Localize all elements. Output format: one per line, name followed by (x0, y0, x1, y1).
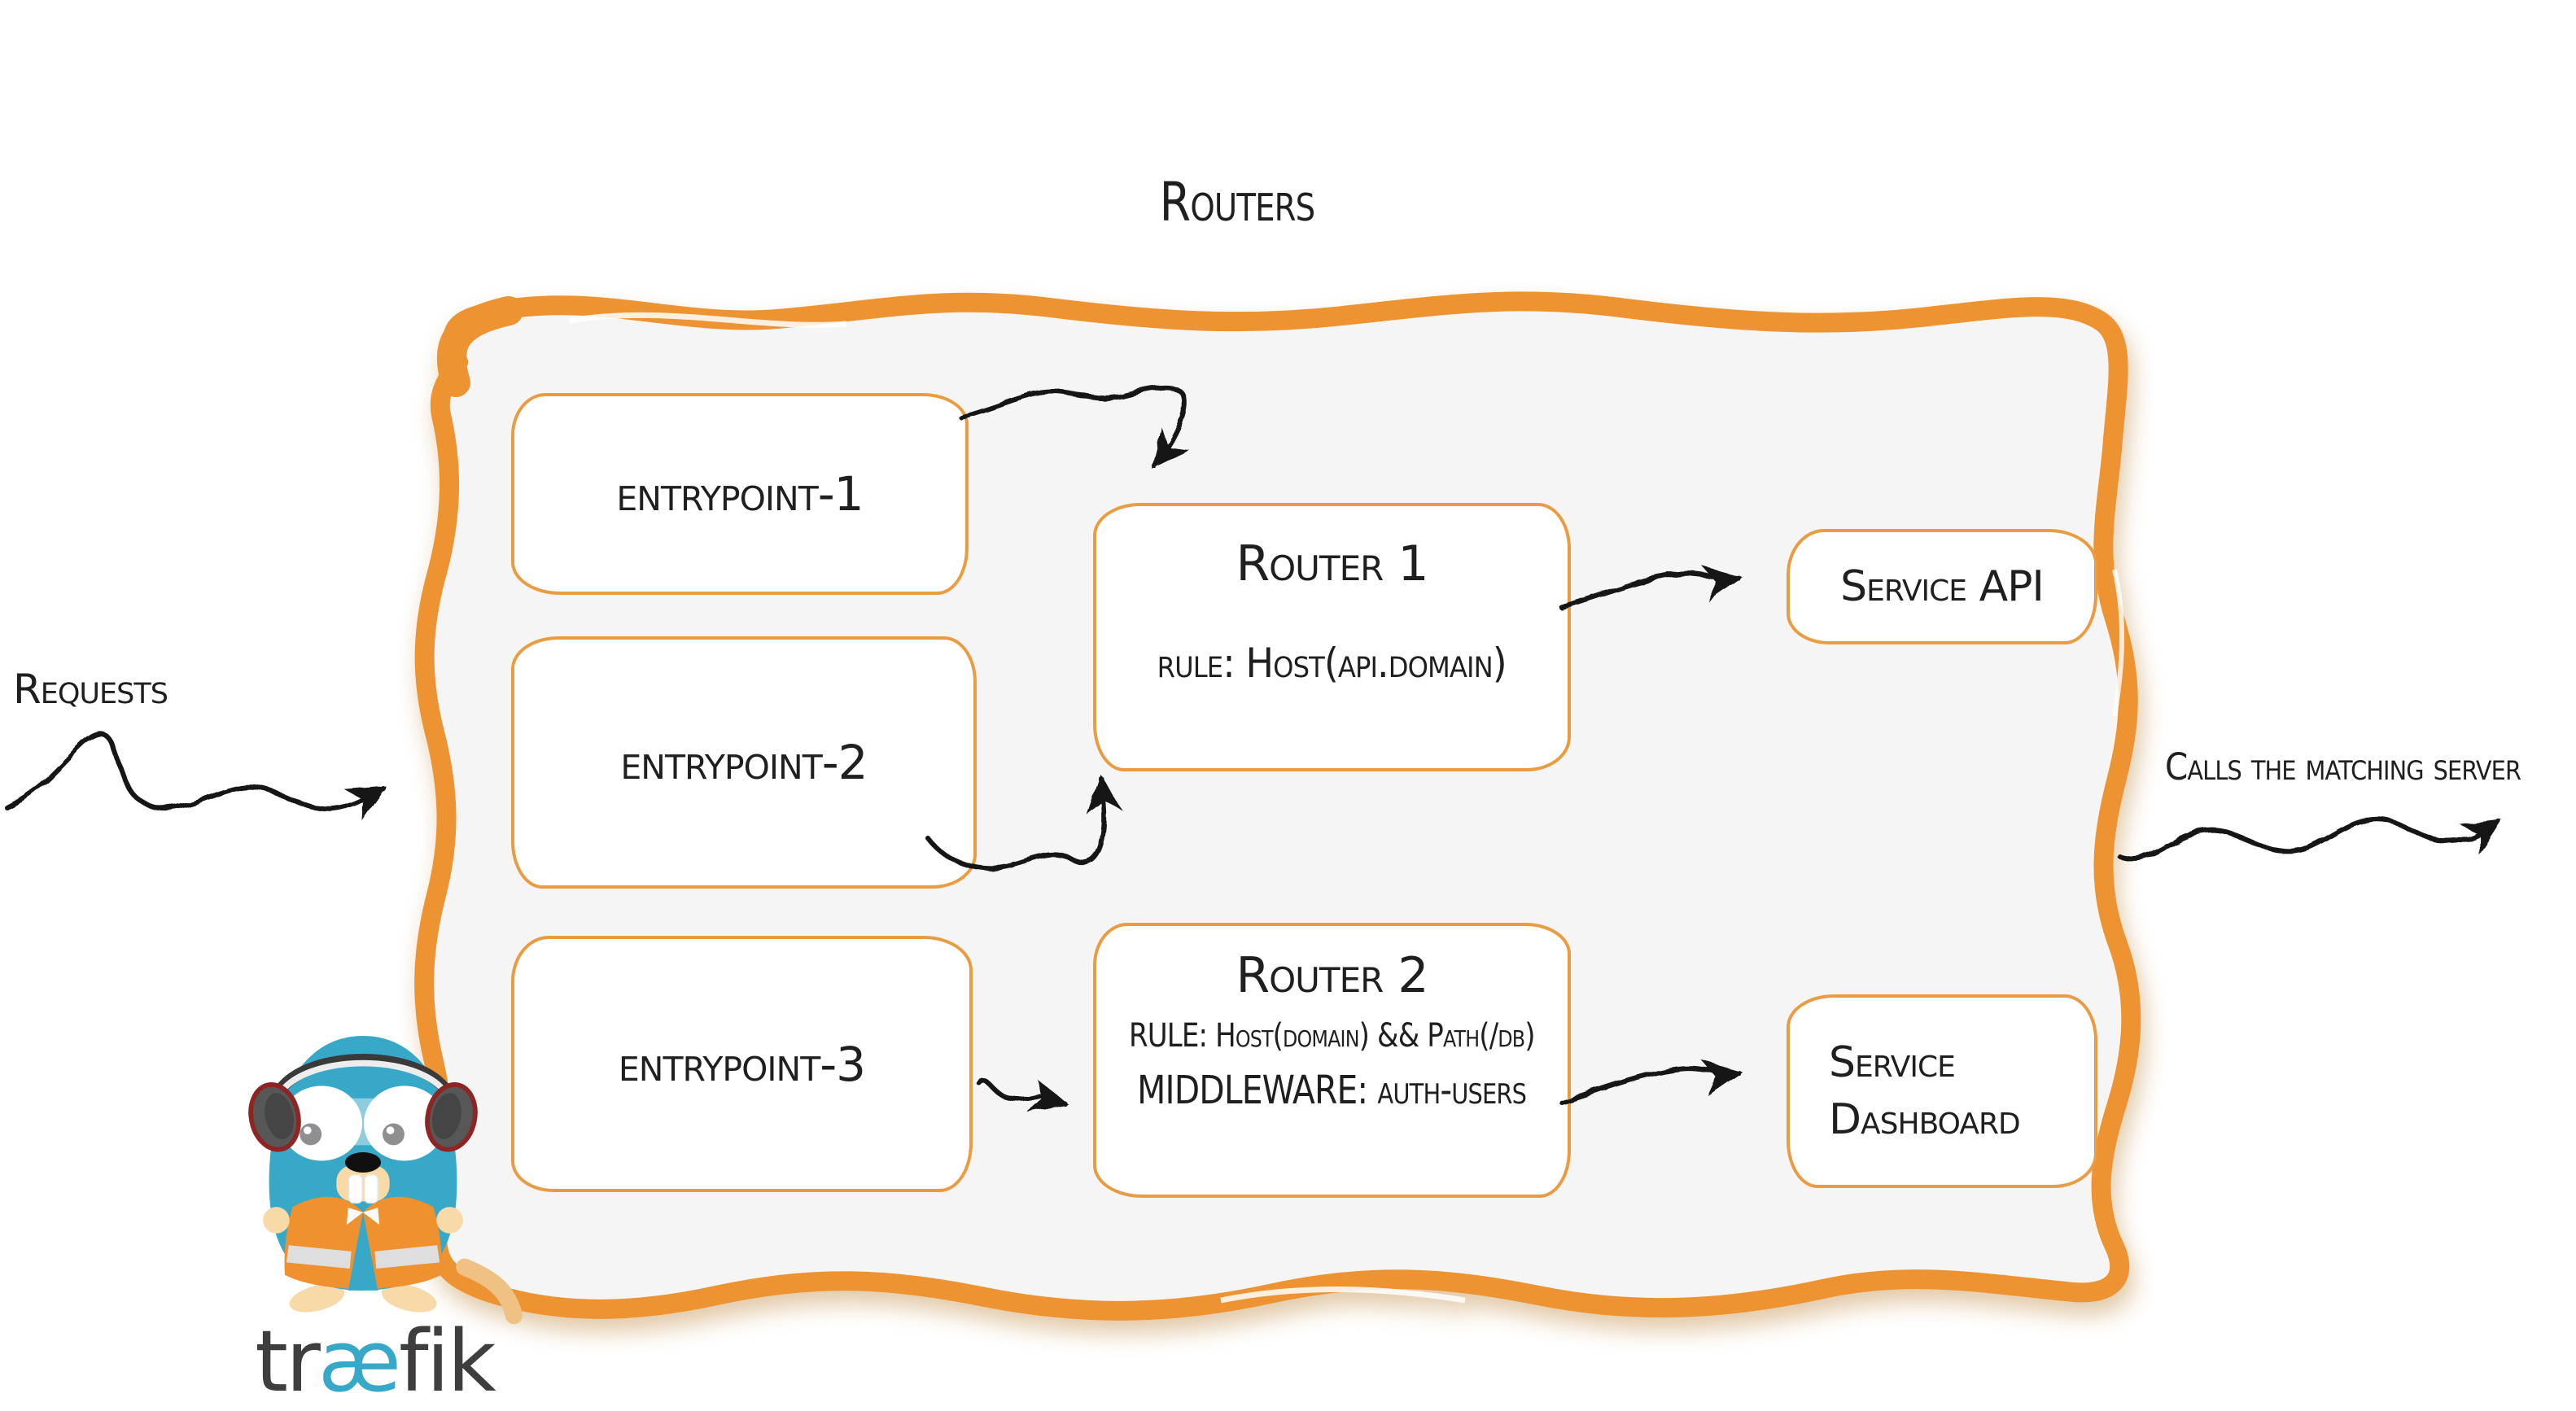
mascot-foot-left (289, 1284, 345, 1313)
border-streak-top (569, 312, 847, 328)
entrypoint-3-label: entrypoint-3 (618, 1036, 866, 1092)
wordmark-tr: tr (255, 1312, 321, 1411)
vest-opening (348, 1212, 378, 1291)
router-1-rule: rule: Host(api.domain) (1157, 640, 1507, 687)
service-dashboard-box: Service Dashboard (1787, 994, 2097, 1188)
vest-collar-right (363, 1208, 380, 1225)
service-api-label: Service API (1840, 562, 2045, 611)
headphone-cup-right (425, 1082, 478, 1152)
mascot-eye-left (281, 1086, 363, 1161)
entrypoint-2-box: entrypoint-2 (511, 636, 977, 889)
entrypoint-1-label: entrypoint-1 (616, 466, 864, 522)
mascot-paw-left (263, 1207, 290, 1234)
mascot-nose (344, 1152, 382, 1173)
entrypoint-2-label: entrypoint-2 (620, 735, 868, 790)
mascot-pupil-left (300, 1123, 322, 1146)
mascot-paw-right (436, 1207, 463, 1234)
service-dashboard-label: Service Dashboard (1829, 1038, 2021, 1144)
requests-label: Requests (13, 666, 168, 713)
traefik-wordmark: træfik (224, 1312, 525, 1411)
router-1-box: Router 1 rule: Host(api.domain) (1093, 503, 1571, 771)
wordmark-ae: æ (317, 1312, 401, 1411)
mascot-tooth-right (364, 1174, 378, 1204)
router-2-middleware: MIDDLEWARE: auth-users (1137, 1068, 1528, 1113)
calls-label: Calls the matching server (2165, 745, 2521, 788)
diagram-title: Routers (1159, 171, 1316, 234)
router-2-box: Router 2 RULE: Host(domain) && Path(/db)… (1093, 923, 1571, 1198)
border-streak-bottom (1220, 1286, 1466, 1304)
pupil-glint-right (386, 1126, 395, 1134)
border-streak-right (2112, 569, 2125, 717)
router-1-title: Router 1 (1236, 535, 1428, 592)
mascot-foot-right (381, 1284, 437, 1313)
mascot-eye-right (363, 1086, 445, 1161)
vest-collar-left (346, 1208, 363, 1225)
router-2-title: Router 2 (1236, 947, 1428, 1004)
headphone-cup-left (248, 1082, 301, 1152)
wordmark-fik: fik (398, 1312, 496, 1411)
mascot-tooth-left (348, 1174, 363, 1204)
entrypoint-3-box: entrypoint-3 (511, 936, 973, 1192)
service-api-box: Service API (1787, 529, 2097, 644)
pupil-glint-left (304, 1126, 312, 1134)
entrypoint-1-box: entrypoint-1 (511, 393, 969, 595)
traefik-mascot (248, 1035, 523, 1325)
container-corner-accent (436, 296, 523, 397)
router-2-rule: RULE: Host(domain) && Path(/db) (1129, 1017, 1536, 1055)
vest-stripe-left (286, 1245, 352, 1269)
mascot-pupil-right (383, 1123, 405, 1146)
mascot-tail (456, 1258, 523, 1325)
vest-stripe-right (374, 1245, 440, 1269)
